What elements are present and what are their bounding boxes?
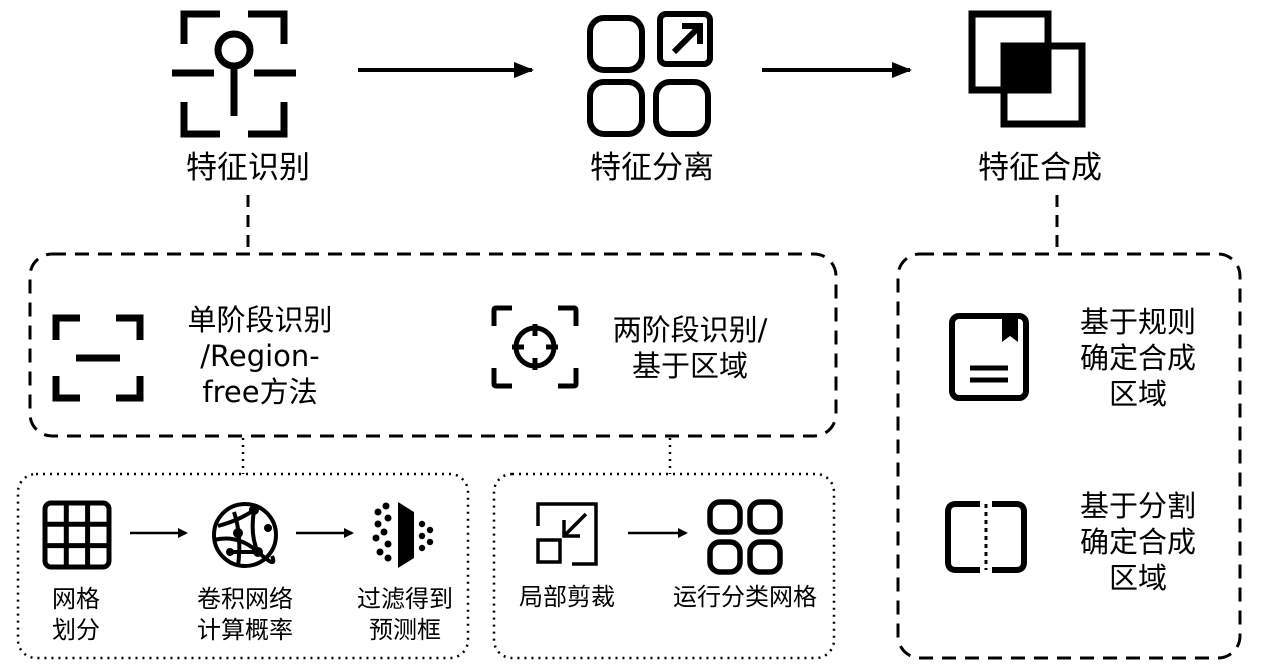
two-stage-label: 两阶段识别/ 基于区域 xyxy=(612,313,768,383)
crop-step-label: 局部剪裁 xyxy=(519,583,615,611)
document-bookmark-icon xyxy=(949,313,1029,401)
frame-minus-icon xyxy=(52,314,144,402)
filter-step-label: 过滤得到 预测框 xyxy=(357,585,453,644)
network-globe-icon xyxy=(212,502,278,568)
two-stage-steps-box xyxy=(492,472,836,660)
stage-separate-label: 特征分离 xyxy=(590,150,714,186)
stage-synthesize-label: 特征合成 xyxy=(978,150,1102,186)
cnn-step-label: 卷积网络 计算概率 xyxy=(197,585,293,644)
rule-based-label: 基于规则 确定合成 区域 xyxy=(1079,305,1196,411)
four-squares-icon xyxy=(707,499,783,575)
minimize-arrow-icon xyxy=(536,502,598,566)
apps-arrow-icon xyxy=(587,11,713,137)
detection-methods-box xyxy=(28,252,838,438)
single-stage-label: 单阶段识别 /Region- free方法 xyxy=(187,303,333,409)
split-frame-icon xyxy=(945,501,1027,573)
segmentation-based-label: 基于分割 确定合成 区域 xyxy=(1079,489,1196,595)
single-stage-steps-box xyxy=(16,472,470,660)
classify-step-label: 运行分类网格 xyxy=(673,583,817,611)
scan-focus-icon xyxy=(172,10,296,138)
layers-icon xyxy=(968,10,1086,128)
stage-identify-label: 特征识别 xyxy=(186,150,310,186)
grid-step-label: 网格 划分 xyxy=(52,585,100,644)
crosshair-icon xyxy=(491,305,579,389)
filter-icon xyxy=(372,502,434,568)
grid-icon xyxy=(42,500,112,570)
synthesis-methods-box xyxy=(896,252,1242,660)
